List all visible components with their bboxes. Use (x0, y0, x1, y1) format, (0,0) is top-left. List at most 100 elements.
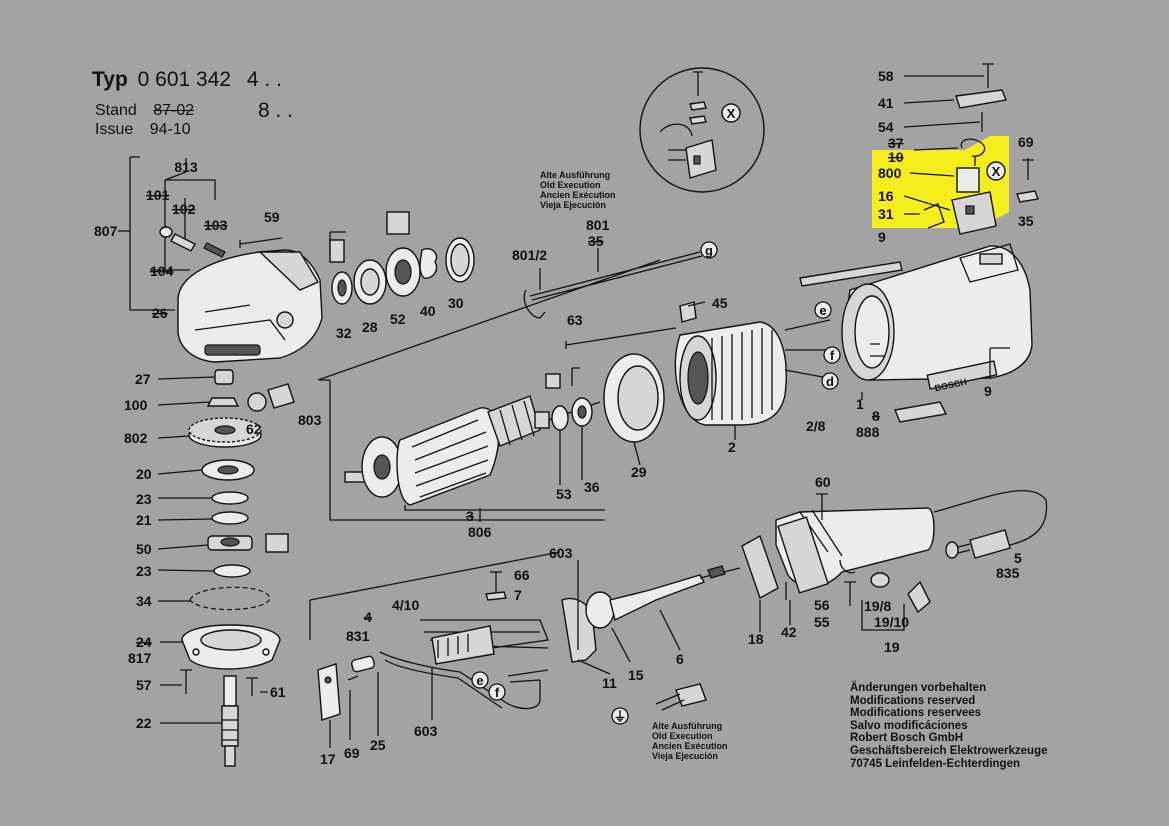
issue-label: Issue (95, 121, 134, 138)
callout-8: 8 (872, 408, 880, 424)
marker-e (814, 301, 832, 319)
callout-69-top: 69 (1018, 134, 1034, 150)
callout-58: 58 (878, 68, 894, 84)
callout-102: 102 (172, 201, 196, 217)
note-line-4: Salvo modificáciones (850, 719, 968, 732)
callout-807: 807 (94, 223, 118, 239)
callout-1: 1 (856, 396, 864, 412)
old-exec-bottom-fr: Ancien Exécution (652, 741, 728, 751)
callout-62: 62 (246, 421, 262, 437)
callout-5: 5 (1014, 550, 1022, 566)
callout-61: 61 (270, 684, 286, 700)
gear-head-group (118, 156, 323, 767)
switch-group (309, 551, 791, 748)
marker-e-lower-label: e (476, 673, 483, 688)
callout-20: 20 (136, 466, 152, 482)
callout-801: 801 (586, 217, 610, 233)
callout-800: 800 (878, 165, 902, 181)
callout-26: 26 (152, 305, 168, 321)
callout-35: 35 (1018, 213, 1034, 229)
note-line-1: Änderungen vorbehalten (850, 682, 987, 694)
marker-f-label: f (830, 348, 835, 363)
callout-40: 40 (420, 303, 436, 319)
callout-3: 3 (466, 508, 474, 524)
callout-35-struck: 35 (588, 233, 604, 249)
callout-7: 7 (514, 587, 522, 603)
callout-21: 21 (136, 512, 152, 528)
callout-101: 101 (146, 187, 170, 203)
stand-value: 87-02 (153, 102, 195, 119)
callout-22: 22 (136, 715, 152, 731)
callout-53: 53 (556, 486, 572, 502)
callout-63: 63 (567, 312, 583, 328)
callout-66: 66 (514, 567, 530, 583)
callout-27: 27 (135, 371, 151, 387)
wire-801-group (523, 248, 703, 319)
callout-9-upper: 9 (878, 229, 886, 245)
callout-11: 11 (602, 675, 617, 691)
callout-813: 813 (174, 159, 198, 175)
marker-f-lower-label: f (495, 685, 500, 700)
callout-801-2: 801/2 (512, 247, 547, 263)
note-line-2: Modifications reserved (850, 694, 976, 707)
callout-50: 50 (136, 541, 152, 557)
callout-52: 52 (390, 311, 406, 327)
motor-housing-group (799, 243, 1033, 423)
marker-f-lower (488, 683, 506, 701)
issue-row: Issue 94-10 (95, 121, 191, 139)
callout-28: 28 (362, 319, 378, 335)
callout-37: 37 (888, 135, 904, 151)
issue-value: 94-10 (149, 121, 191, 138)
callout-55: 55 (814, 614, 830, 630)
callout-57: 57 (136, 677, 152, 693)
callout-10: 10 (888, 149, 904, 165)
callout-831: 831 (346, 628, 370, 644)
marker-d-label: d (826, 374, 834, 389)
footer-notes: Änderungen vorbehalten Modifications res… (850, 682, 1048, 770)
note-line-6: Geschäftsbereich Elektrowerkzeuge (850, 744, 1048, 757)
bearing-group (329, 211, 475, 305)
old-exec-top-de: Alte Ausführung (540, 170, 611, 180)
marker-x-side-label: X (992, 164, 1001, 179)
old-execution-caption-bottom: Alte Ausführung Old Execution Ancien Exé… (652, 721, 728, 761)
callout-41: 41 (878, 95, 894, 111)
old-exec-bottom-en: Old Execution (652, 731, 713, 741)
marker-g (700, 241, 718, 259)
callout-603-lower: 603 (414, 723, 438, 739)
callout-16: 16 (878, 188, 894, 204)
callout-56: 56 (814, 597, 830, 613)
callout-19-8: 19/8 (864, 598, 891, 614)
marker-e-lower (471, 671, 489, 689)
callout-817: 817 (128, 650, 152, 666)
callout-15: 15 (628, 667, 644, 683)
callout-31: 31 (878, 206, 894, 222)
callout-59: 59 (264, 209, 280, 225)
old-exec-top-es: Vieja Ejecución (540, 200, 606, 210)
old-execution-caption-top: Alte Ausführung Old Execution Ancien Exé… (540, 170, 616, 210)
marker-x-side (986, 161, 1006, 181)
variant-suffix: 8 . . (258, 99, 294, 122)
old-exec-top-en: Old Execution (540, 180, 601, 190)
callout-4-10: 4/10 (392, 597, 419, 613)
callout-803: 803 (298, 412, 322, 428)
note-line-5: Robert Bosch GmbH (850, 732, 964, 745)
brush-holder-group (903, 63, 1039, 235)
typ-number: 0 601 342 (137, 68, 232, 91)
note-line-3: Modifications reservees (850, 707, 982, 720)
detail-x-group (639, 67, 765, 193)
old-exec-bottom-es: Vieja Ejecución (652, 751, 718, 761)
callout-835: 835 (996, 565, 1020, 581)
old-exec-bottom-de: Alte Ausführung (652, 721, 723, 731)
callout-2: 2 (728, 439, 736, 455)
callout-23-upper: 23 (136, 491, 152, 507)
callout-603-upper: 603 (549, 545, 573, 561)
marker-g-label: g (705, 243, 713, 258)
callout-45: 45 (712, 295, 728, 311)
callout-19-10: 19/10 (874, 614, 909, 630)
stand-row: Stand 87-02 (95, 102, 194, 120)
type-heading: Typ 0 601 342 4 . . (92, 68, 282, 92)
note-line-7: 70745 Leinfelden-Echterdingen (850, 757, 1020, 770)
callout-18: 18 (748, 631, 764, 647)
